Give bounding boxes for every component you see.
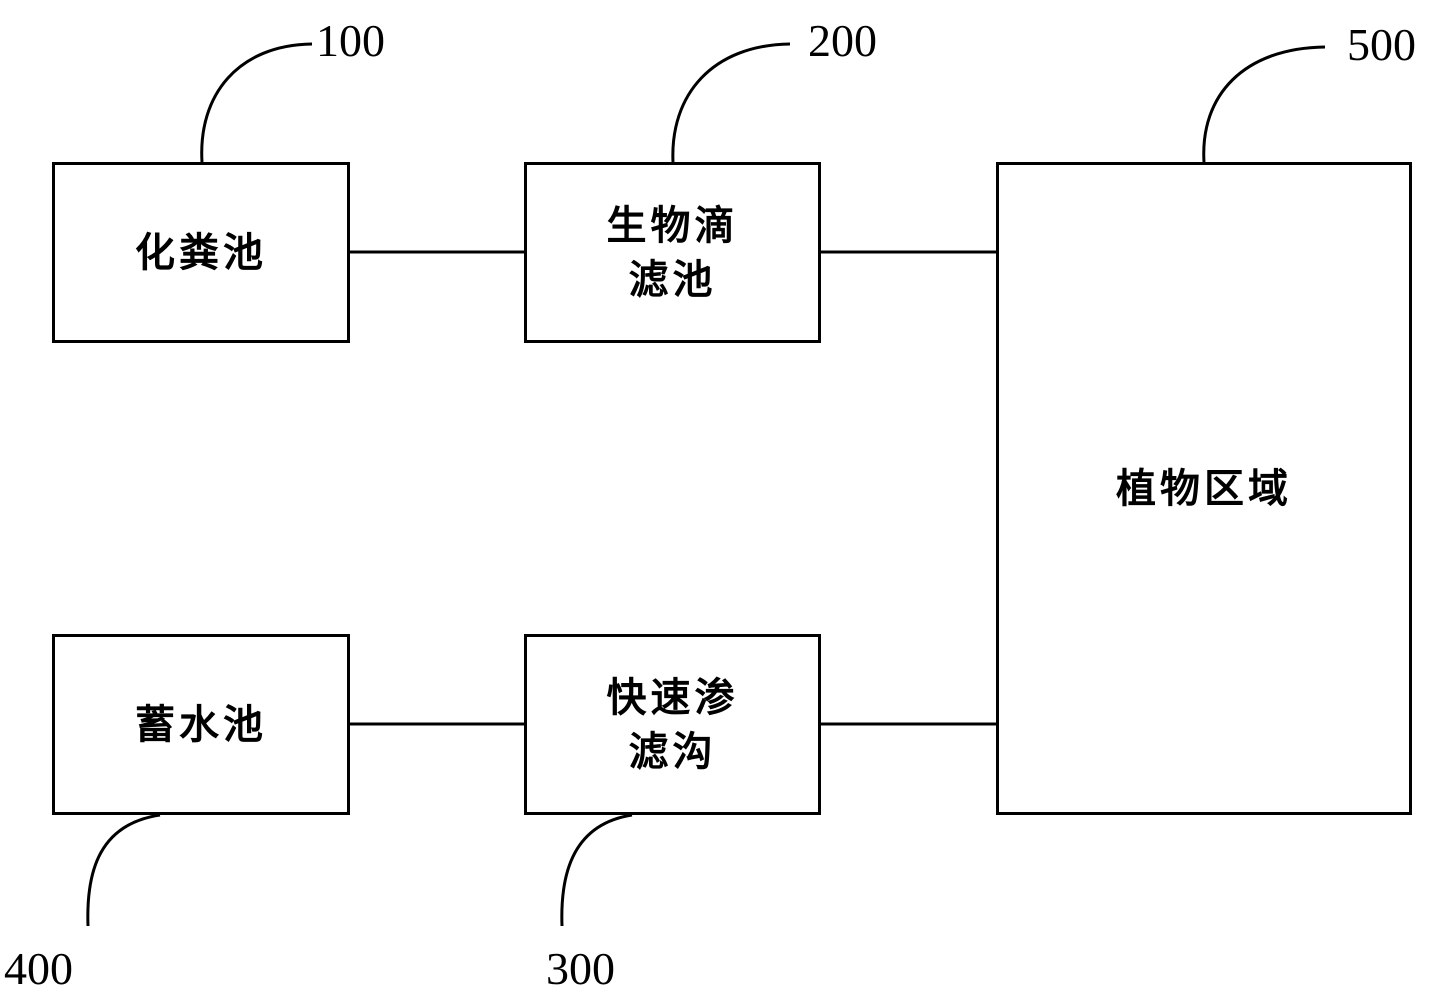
node-reservoir-label: 蓄水池 (135, 701, 267, 748)
ref-label-300: 300 (546, 943, 615, 994)
node-infiltration-trench-label: 快速渗滤沟 (606, 674, 739, 775)
node-plant-area: 植物区域 (996, 162, 1412, 815)
node-septic-tank-label: 化粪池 (135, 229, 267, 276)
ref-label-400: 400 (4, 943, 73, 994)
leader-300 (560, 813, 633, 927)
ref-label-100: 100 (316, 15, 385, 66)
leader-100 (200, 42, 313, 163)
node-infiltration-trench: 快速渗滤沟 (524, 634, 821, 815)
ref-label-500: 500 (1347, 19, 1416, 70)
leader-200 (671, 42, 791, 163)
ref-label-200: 200 (808, 15, 877, 66)
node-septic-tank: 化粪池 (52, 162, 350, 343)
node-reservoir: 蓄水池 (52, 634, 350, 815)
node-biofilter: 生物滴滤池 (524, 162, 821, 343)
node-plant-area-label: 植物区域 (1116, 465, 1292, 512)
leader-400 (86, 813, 161, 927)
node-biofilter-label: 生物滴滤池 (606, 202, 739, 303)
leader-500 (1202, 45, 1326, 163)
